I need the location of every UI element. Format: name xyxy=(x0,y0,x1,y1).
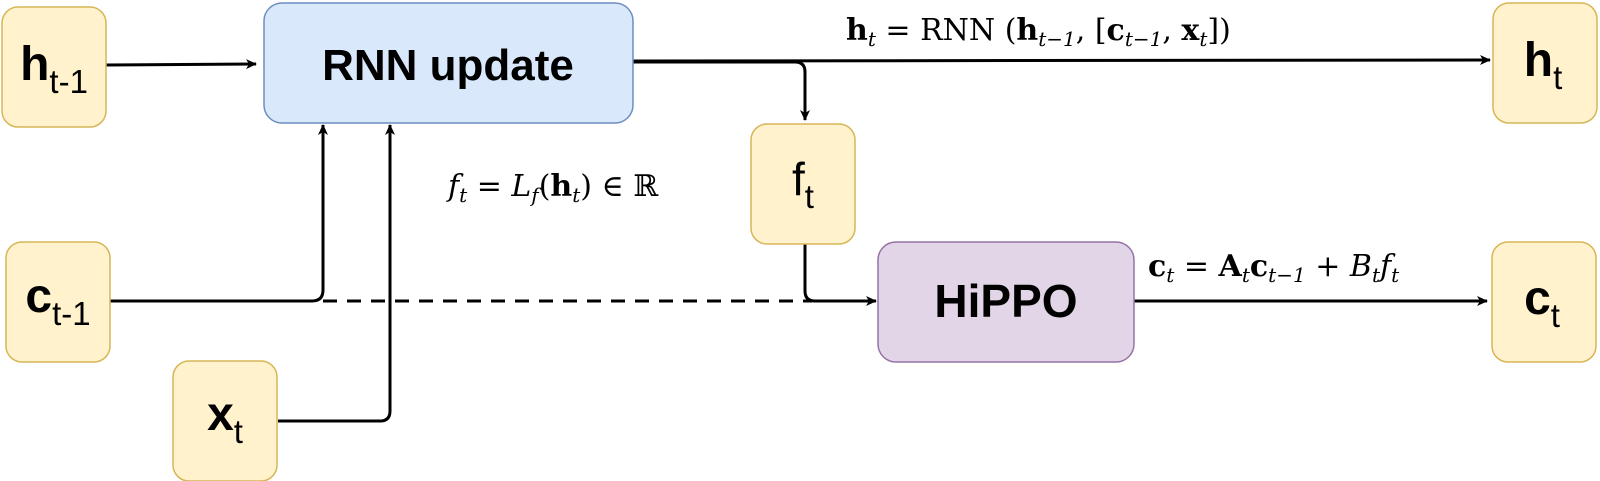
edge-cprev-to-rnn xyxy=(110,124,328,303)
c-prev-box xyxy=(5,241,111,363)
x-t-box xyxy=(172,360,278,481)
node-f-t: ft xyxy=(750,123,856,245)
c-prev-label: ct-1 xyxy=(25,270,90,332)
node-h-t: ht xyxy=(1492,2,1598,124)
node-x-t: xt xyxy=(172,360,278,481)
node-c-prev: ct-1 xyxy=(5,241,111,363)
rnn-update-label: RNN update xyxy=(322,41,574,90)
x-t-label: xt xyxy=(207,388,243,450)
edge-ft-to-hippo xyxy=(803,244,877,306)
rnn-update-box xyxy=(263,2,634,124)
h-t-label: ht xyxy=(1524,34,1563,96)
f-t-label: ft xyxy=(792,153,814,215)
c-t-box xyxy=(1491,241,1597,363)
h-prev-box xyxy=(1,6,107,128)
hippo-box xyxy=(877,241,1135,363)
node-rnn-update: RNN update xyxy=(263,2,634,124)
hippo-label: HiPPO xyxy=(934,275,1077,327)
node-hippo: HiPPO xyxy=(877,241,1135,363)
node-h-prev: ht-1 xyxy=(1,6,107,128)
edges xyxy=(105,55,1491,423)
edge-hprev-to-rnn xyxy=(105,59,257,70)
c-update-equation: ct = Atct−1 + Btft xyxy=(1148,249,1400,287)
h-prev-label: ht-1 xyxy=(20,38,88,100)
node-c-t: ct xyxy=(1491,241,1597,363)
c-t-label: ct xyxy=(1524,272,1560,334)
f-definition-equation: ft = Lf(ht) ∈ ℝ xyxy=(446,169,659,207)
edge-rnn-to-ft xyxy=(622,60,810,121)
h-t-box xyxy=(1492,2,1598,124)
f-t-box xyxy=(750,123,856,245)
edge-xt-to-rnn xyxy=(278,124,395,423)
h-update-equation: ht = RNN (ht−1, [ct−1, xt]) xyxy=(846,13,1231,51)
